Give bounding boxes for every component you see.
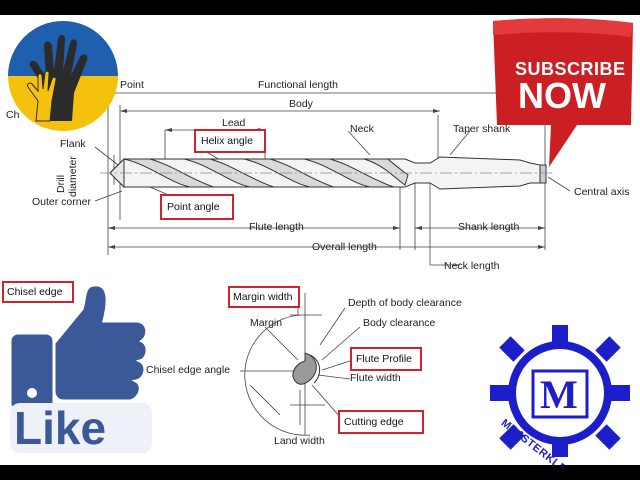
margin-width-highlight: Margin width [228, 286, 300, 308]
diagram-canvas: Point Functional length Body Lead Neck T… [0, 15, 640, 465]
shank-length-label: Shank length [458, 221, 520, 233]
cutting-edge-highlight: Cutting edge [338, 410, 424, 434]
chisel-edge-label: Chisel edge [7, 286, 63, 298]
margin-label: Margin [250, 317, 283, 329]
central-axis-label: Central axis [574, 186, 630, 198]
lead-label: Lead [222, 117, 246, 129]
margin-width-label: Margin width [233, 291, 293, 303]
flute-width-label: Flute width [350, 372, 401, 384]
helix-angle-highlight: Helix angle [194, 129, 266, 153]
drill-drawing [94, 85, 571, 266]
point-label: Point [120, 79, 144, 91]
overall-length-label: Overall length [312, 241, 377, 253]
point-angle-highlight: Point angle [160, 194, 234, 220]
majsterklepka-logo: M MAJSTERKLEPKA [484, 315, 634, 465]
chisel-edge-angle-label: Chisel edge angle [146, 364, 231, 376]
flute-profile-label: Flute Profile [356, 353, 413, 365]
depth-body-clearance-label: Depth of body clearance [348, 297, 462, 309]
land-width-label: Land width [274, 435, 325, 447]
taper-shank-label: Taper shank [453, 123, 511, 135]
body-label: Body [289, 98, 313, 110]
subscribe-ribbon-shape [493, 18, 633, 167]
flank-label: Flank [60, 138, 86, 150]
neck-length-label: Neck length [444, 260, 500, 272]
hands-icon [27, 34, 88, 122]
point-angle-label: Point angle [167, 201, 220, 213]
like-badge[interactable]: Like [4, 277, 158, 457]
drill-diameter-label-1: Drill [55, 174, 67, 193]
helix-angle-label: Helix angle [201, 135, 253, 147]
brand-letter: M [540, 372, 578, 417]
subscribe-text: SUBSCRIBE [515, 59, 626, 79]
drill-diameter-label-2: diameter [67, 156, 79, 197]
subscribe-now-badge[interactable]: SUBSCRIBE NOW [489, 17, 637, 169]
gear-icon [490, 325, 630, 457]
chisel-edge-highlight: Chisel edge [2, 281, 74, 303]
thumbs-up-icon [8, 283, 152, 453]
ukraine-hands-logo [8, 21, 118, 131]
neck-label: Neck [350, 123, 374, 135]
now-text: NOW [518, 75, 606, 116]
cross-section-drawing [240, 293, 361, 436]
cutting-edge-label: Cutting edge [344, 416, 404, 428]
functional-length-label: Functional length [258, 79, 338, 91]
body-clearance-label: Body clearance [363, 317, 436, 329]
like-text: Like [14, 402, 107, 454]
outer-corner-label: Outer corner [32, 196, 91, 208]
flute-length-label: Flute length [249, 221, 304, 233]
flute-profile-highlight: Flute Profile [350, 347, 422, 371]
